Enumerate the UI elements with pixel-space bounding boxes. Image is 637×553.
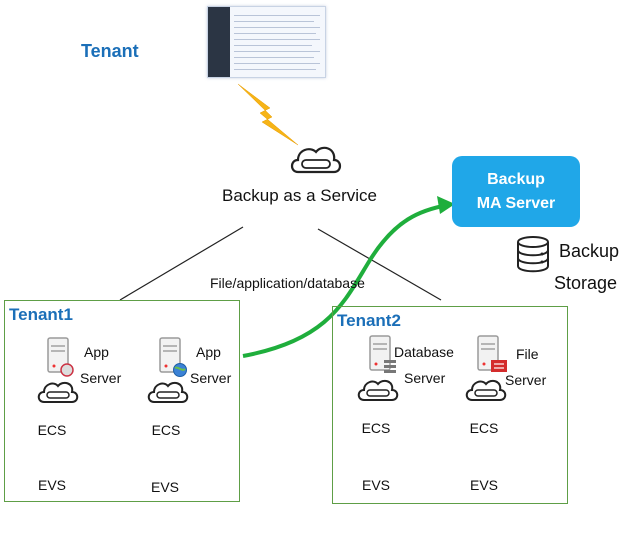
ecs-cloud-icon (357, 379, 399, 401)
ecs-cloud-icon (37, 381, 79, 403)
ma-server-line2: MA Server (476, 194, 556, 212)
t1-s2-ecs: ECS (151, 422, 181, 438)
ecs-cloud-icon (465, 379, 507, 401)
tenant-console-screenshot (207, 6, 326, 78)
database-server-icon (369, 335, 396, 373)
t2-s1-line1: Database (394, 344, 454, 360)
lightning-bolt-icon (237, 83, 299, 146)
connector-line-tenant2 (317, 228, 442, 301)
backup-flow-arrowhead (437, 196, 455, 214)
tenant2-box: Tenant2 (332, 306, 568, 504)
t2-s2-line2: Server (505, 372, 547, 388)
tenant-label: Tenant (81, 41, 139, 61)
backup-flow-arrow (242, 203, 449, 358)
t2-s2-line1: File (516, 346, 539, 362)
t1-s2-line2: Server (190, 370, 232, 386)
t1-s2-evs: EVS (150, 479, 179, 495)
t1-s1-line1: App (84, 344, 109, 360)
connector-label: File/application/database (210, 275, 365, 291)
backup-ma-server-box: Backup MA Server (452, 156, 580, 227)
storage-line2: Storage (554, 273, 618, 293)
tenant1-box: Tenant1 (4, 300, 240, 502)
t2-s2-evs: EVS (469, 477, 498, 493)
tenant2-title: Tenant2 (337, 311, 401, 330)
t2-s2-ecs: ECS (469, 420, 499, 436)
app-server-icon (47, 337, 74, 377)
tenant1-title: Tenant1 (9, 305, 73, 324)
web-app-server-icon (159, 337, 187, 377)
ma-server-line1: Backup (487, 170, 545, 188)
database-icon (517, 236, 549, 273)
ecs-cloud-icon (147, 381, 189, 403)
storage-line1: Backup (559, 241, 620, 261)
baas-label: Backup as a Service (222, 186, 377, 205)
t1-s1-ecs: ECS (37, 422, 67, 438)
cloud-icon (290, 146, 342, 174)
t1-s1-evs: EVS (37, 477, 66, 493)
t1-s1-line2: Server (80, 370, 122, 386)
connector-line-tenant1 (119, 226, 244, 301)
t2-s1-line2: Server (404, 370, 446, 386)
t2-s1-evs: EVS (361, 477, 390, 493)
t1-s2-line1: App (196, 344, 221, 360)
file-server-icon (477, 335, 507, 372)
t2-s1-ecs: ECS (361, 420, 391, 436)
